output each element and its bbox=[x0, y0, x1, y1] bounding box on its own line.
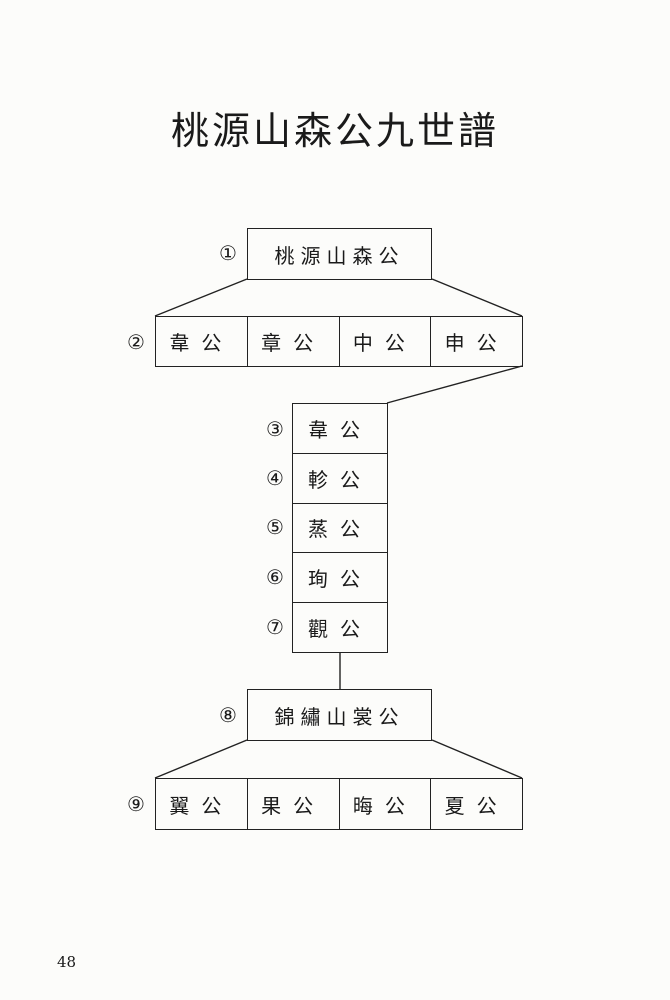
generation-marker: ② bbox=[127, 330, 145, 354]
member-cell: 中公 bbox=[340, 317, 432, 366]
generation-marker: ① bbox=[219, 241, 237, 265]
connector-line bbox=[154, 278, 248, 317]
member-cell: 果公 bbox=[248, 779, 340, 829]
connector-line bbox=[431, 278, 523, 317]
member-cell: 晦公 bbox=[340, 779, 432, 829]
generation-marker: ③ bbox=[266, 417, 284, 441]
member-cell: 章公 bbox=[248, 317, 340, 366]
connector-line bbox=[386, 365, 523, 404]
generation-marker: ⑦ bbox=[266, 615, 284, 639]
generation-marker: ④ bbox=[266, 466, 284, 490]
member-cell: 觀公 bbox=[308, 617, 372, 642]
member-cell: 蒸公 bbox=[293, 504, 387, 554]
generation-9-row: 翼公 果公 晦公 夏公 bbox=[155, 778, 523, 830]
member-cell: 韋公 bbox=[156, 317, 248, 366]
generation-2-row: 韋公 章公 中公 申公 bbox=[155, 316, 523, 367]
page-number: 48 bbox=[57, 953, 77, 971]
member-cell: 珣公 bbox=[293, 553, 387, 604]
page-title: 桃源山森公九世譜 bbox=[170, 109, 499, 153]
generation-marker: ⑤ bbox=[266, 515, 284, 539]
connector-line bbox=[431, 739, 523, 779]
ancestor-box: 桃源山森公 bbox=[247, 228, 432, 280]
member-cell: 夏公 bbox=[444, 793, 509, 818]
generation-marker: ⑧ bbox=[219, 703, 237, 727]
member-cell: 韋公 bbox=[293, 404, 387, 454]
member-cell: 軫公 bbox=[293, 454, 387, 504]
member-cell: 翼公 bbox=[156, 779, 248, 829]
generation-marker: ⑨ bbox=[127, 792, 145, 816]
connector-line bbox=[154, 739, 248, 779]
generation-marker: ⑥ bbox=[266, 565, 284, 589]
member-cell: 申公 bbox=[444, 331, 509, 355]
ancestor-box: 錦繡山裳公 bbox=[247, 689, 432, 741]
generations-3-7-column: 韋公 軫公 蒸公 珣公 觀公 bbox=[292, 403, 388, 653]
